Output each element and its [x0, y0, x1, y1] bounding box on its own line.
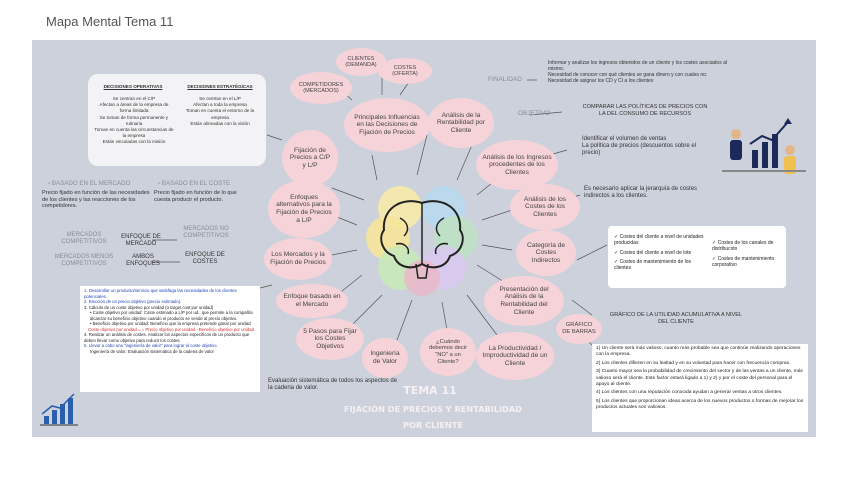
mercados-competitivos: MERCADOS COMPETITIVOS — [61, 232, 107, 246]
decision-item: Están alineadas con la visión — [190, 120, 250, 126]
tema-title: TEMA 11 — [403, 384, 457, 397]
decisiones-estrategicas-list: Se centran en el L/P Afectan a toda la e… — [180, 96, 260, 127]
page-title: Mapa Mental Tema 11 — [46, 14, 174, 29]
paso-item: • Beneficio objetivo por unidad: Benefic… — [90, 321, 251, 326]
decisiones-operativas-title: DECISIONES OPERATIVAS — [103, 84, 163, 89]
bubble-principios: Principales Influencias en las Decisione… — [344, 98, 430, 152]
enfoque-mercado-label: ENFOQUE DE MERCADO — [121, 234, 161, 248]
bubble-enfoques: Enfoques alternativos para la Fijación d… — [268, 180, 340, 238]
categoria-item: ✓ Costes de los canales de distribución — [712, 240, 774, 253]
categoria-item: ✓ Costes de mantenimiento de los cliente… — [614, 258, 692, 271]
objetivo-text: COMPARAR LAS POLÍTICAS DE PRECIOS CON LA… — [582, 104, 708, 117]
tema-subtitle: FIJACIÓN DE PRECIOS Y RENTABILIDAD POR C… — [344, 404, 522, 430]
paso-item: • Coste objetivo por unidad: Coste estim… — [90, 310, 253, 321]
pasos-list: 1. Desarrollar un producto/servicio que … — [84, 288, 258, 354]
objetivo-label: OBJETIVO — [518, 110, 551, 117]
no-item: 4) Los clientes con una reputación conoc… — [596, 390, 783, 396]
paso-item: 1. Desarrollar un producto/servicio que … — [84, 288, 237, 299]
bubble-pasos: 5 Pasos para Fijar los Costes Objetivos — [296, 318, 364, 360]
decision-item: Se centran en el C/P — [112, 96, 156, 101]
ambos-enfoques: AMBOS ENFOQUES — [126, 254, 160, 268]
costes-note: Es necesario aplicar la jerarquía de cos… — [584, 186, 698, 200]
bubble-mercados-fijacion: Los Mercados y la Fijación de Precios — [264, 238, 332, 280]
basado-mercado-text: Precio fijado en función de las necesida… — [42, 190, 150, 210]
decision-item: Afectan a áreas de la empresa de forma l… — [99, 102, 169, 114]
ingresos-note: Identificar el volumen de ventas — [582, 136, 667, 142]
categoria-item: ✓ Costes del cliente a nivel de lote — [614, 249, 692, 256]
categoria-item: ✓ Costes del cliente a nivel de unidades… — [614, 234, 704, 247]
bubble-costes-clientes: Análisis de los Costes de los Clientes — [510, 184, 580, 230]
growth-chart-icon — [40, 392, 80, 428]
finalidad-item: Necesidad de asignar los CD y CI a los c… — [548, 78, 654, 84]
categoria-item: ✓ Costes de mantenimiento corporativo — [712, 255, 775, 268]
ingenieria-note: Evaluación sistemática de todos los aspe… — [268, 378, 398, 392]
no-item: 5) Los clientes que proporcionan ideas a… — [596, 398, 804, 410]
bubble-enfoque-mercado: Enfoque basado en el Mercado — [276, 284, 348, 318]
finalidad-label: FINALIDAD — [488, 76, 522, 83]
paso-item: 2. Elección de un precio objetivo (preci… — [84, 299, 182, 304]
bubble-productividad: La Productividad / Improductividad de un… — [476, 332, 554, 380]
bubble-clientes: CLIENTES (DEMANDA) — [336, 48, 386, 76]
brain-illustration — [360, 178, 484, 298]
basado-coste-label: ▫ BASADO EN EL COSTE — [158, 180, 231, 187]
bubble-competidores: COMPETIDORES (MERCADOS) — [290, 72, 352, 104]
decision-item: Se centran en el L/P — [199, 96, 241, 101]
mind-map-board: CLIENTES (DEMANDA) COSTES (OFERTA) COMPE… — [32, 40, 816, 437]
pasos-box: 1. Desarrollar un producto/servicio que … — [80, 286, 260, 392]
categorias-col2: ✓ Costes de los canales de distribución … — [712, 240, 784, 268]
decision-item: Se toman de forma permanente y rutinaria — [99, 114, 169, 126]
decisiones-estrategicas-title: DECISIONES ESTRATÉGICAS — [187, 84, 253, 89]
paso-formula: Coste objetivo por unidad = = Precio obj… — [87, 326, 254, 332]
no-list-box: 1) Un cliente será más valioso, cuanto m… — [592, 344, 808, 432]
finalidad-item: Informar y analizar los ingresos obtenid… — [548, 60, 727, 72]
decision-item: Toman en cuenta las circunstancias de la… — [94, 126, 174, 139]
finalidad-item: Necesidad de conocer con qué clientes se… — [548, 72, 708, 78]
bubble-ingresos: Análisis de los Ingresos procedentes de … — [476, 140, 558, 190]
no-item: 2) Los clientes difieren en su lealtad y… — [596, 360, 791, 366]
decision-item: Están vinculadas con la misión — [102, 139, 166, 145]
no-item: 3) Cuanto mayor sea la probabilidad de c… — [596, 369, 803, 387]
paso-item: Ingeniería de valor: Evaluación sistemát… — [90, 348, 214, 354]
decision-item: Afectan a toda la empresa — [193, 102, 247, 108]
categorias-col1: ✓ Costes del cliente a nivel de unidades… — [614, 234, 706, 271]
mercados-menos-competitivos: MERCADOS MENOS COMPETITIVOS — [54, 254, 114, 268]
bubble-grafico: GRÁFICO DE BARRAS — [556, 314, 602, 344]
business-illustration — [722, 110, 806, 178]
bubble-costes: COSTES (OFERTA) — [378, 58, 432, 84]
paso-item: 5. Llevar a cabo una "ingeniería de valo… — [84, 343, 218, 348]
bubble-categoria-costes: Categoría de Costes Indirectos — [516, 230, 576, 276]
no-list: 1) Un cliente será más valioso, cuanto m… — [596, 346, 804, 411]
bubble-decir-no: ¿Cuándo debemos decir "NO" a un Cliente? — [420, 328, 476, 376]
bubble-analisis-rentabilidad: Análisis de la Rentabilidad por Cliente — [428, 98, 494, 148]
enfoque-costes-label: ENFOQUE DE COSTES — [185, 252, 225, 266]
paso-item: 3. Cálculo de un coste objetivo por unid… — [84, 304, 214, 310]
finalidad-list: Informar y analizar los ingresos obtenid… — [538, 60, 738, 84]
paso-item: 4. Realizar un análisis de costes. Anali… — [84, 332, 250, 343]
mercados-no-competitivos: MERCADOS NO COMPETITIVOS — [183, 226, 229, 240]
ingresos-note: La política de precios (descuentos sobre… — [582, 143, 697, 157]
decisiones-box: DECISIONES OPERATIVAS Se centran en el C… — [88, 74, 266, 166]
bubble-ingenieria: Ingeniería de Valor — [362, 338, 408, 378]
basado-mercado-label: ▫ BASADO EN EL MERCADO — [48, 180, 131, 187]
bubble-fijacion-cp: Fijación de Precios a C/P y L/P — [282, 130, 338, 186]
grafico-note: GRÁFICO DE LA UTILIDAD ACUMULATIVA A NIV… — [609, 312, 743, 325]
no-item: 1) Un cliente será más valioso, cuanto m… — [596, 346, 801, 358]
basado-coste-text: Precio fijado en función de lo que cuest… — [154, 190, 237, 203]
decision-item: Toman en cuenta el entorno de la empresa — [185, 108, 255, 120]
decisiones-operativas-list: Se centran en el C/P Afectan a áreas de … — [94, 96, 174, 146]
bubble-presentacion: Presentación del Análisis de la Rentabil… — [484, 276, 564, 326]
categorias-box: ✓ Costes del cliente a nivel de unidades… — [608, 226, 786, 288]
ingresos-notes: Identificar el volumen de ventas La polí… — [582, 136, 702, 158]
